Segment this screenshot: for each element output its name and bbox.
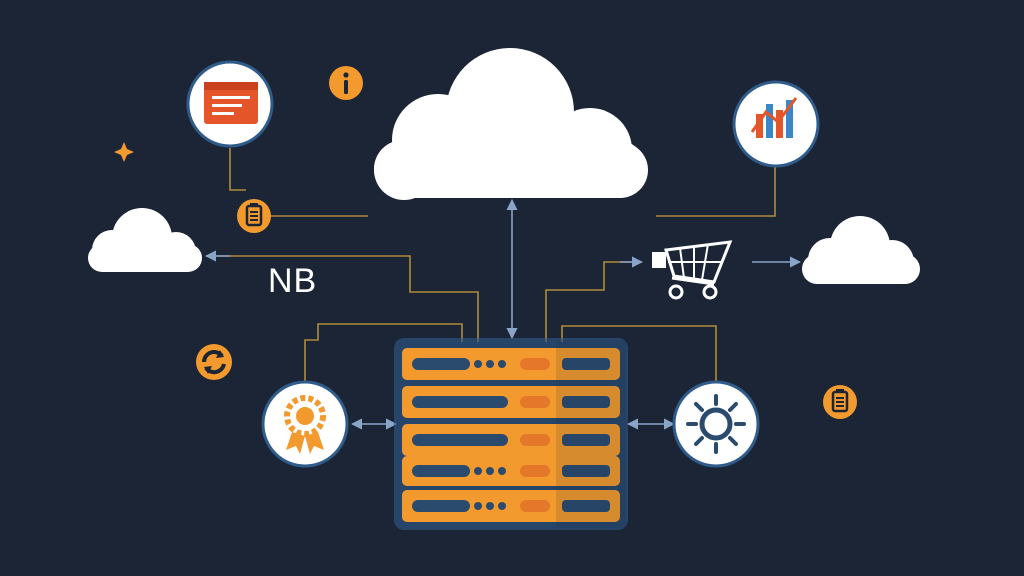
- info-icon: [329, 66, 363, 100]
- browser-window-icon: [186, 60, 274, 148]
- connector-lines: [204, 148, 802, 430]
- shopping-cart-icon: [652, 240, 733, 300]
- bar-chart-icon: [732, 80, 820, 168]
- main-cloud-icon: [374, 48, 648, 200]
- gear-award-icon: [261, 380, 349, 468]
- server-stack-icon: [394, 338, 628, 530]
- clipboard-icon: [237, 199, 271, 233]
- server-rack-5: [402, 490, 620, 522]
- diagram-label: NB: [268, 262, 318, 300]
- server-rack-1: [402, 348, 620, 380]
- cog-network-icon: [672, 380, 760, 468]
- clipboard-icon-right: [823, 385, 857, 419]
- right-cloud-icon: [802, 216, 920, 284]
- refresh-icon: [196, 344, 232, 380]
- server-rack-2: [402, 386, 620, 418]
- left-cloud-icon: [88, 208, 202, 272]
- sparkle-icon: [114, 142, 134, 162]
- server-rack-3: [402, 424, 620, 456]
- server-rack-4: [402, 456, 620, 486]
